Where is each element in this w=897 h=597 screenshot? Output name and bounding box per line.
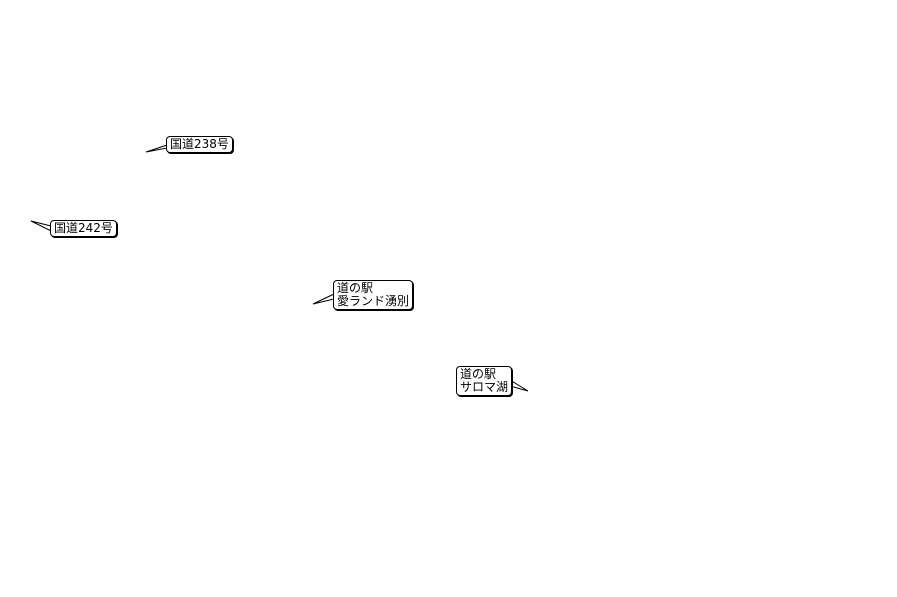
route-238-label-text: 国道238号 [170,137,229,151]
route-238-label[interactable]: 国道238号 [166,136,233,153]
route-242-label-text: 国道242号 [54,221,113,235]
callout-pointer-route-238 [145,144,168,153]
callout-pointer-michinoeki-saroma [509,379,529,392]
michinoeki-label-line1: 道の駅 [337,281,374,295]
michinoeki-saroma-line1: 道の駅 [460,367,497,381]
michinoeki-saroma-label[interactable]: 道の駅 サロマ湖 [456,366,513,396]
route-242-label[interactable]: 国道242号 [50,220,117,237]
callout-pointer-michinoeki-yubetsu [312,293,335,305]
michinoeki-saroma-line2: サロマ湖 [460,380,509,394]
michinoeki-label-line2: 愛ランド湧別 [337,294,410,308]
michinoeki-ailand-yubetsu-label[interactable]: 道の駅 愛ランド湧別 [333,280,414,310]
callout-pointer-route-242 [30,220,52,232]
